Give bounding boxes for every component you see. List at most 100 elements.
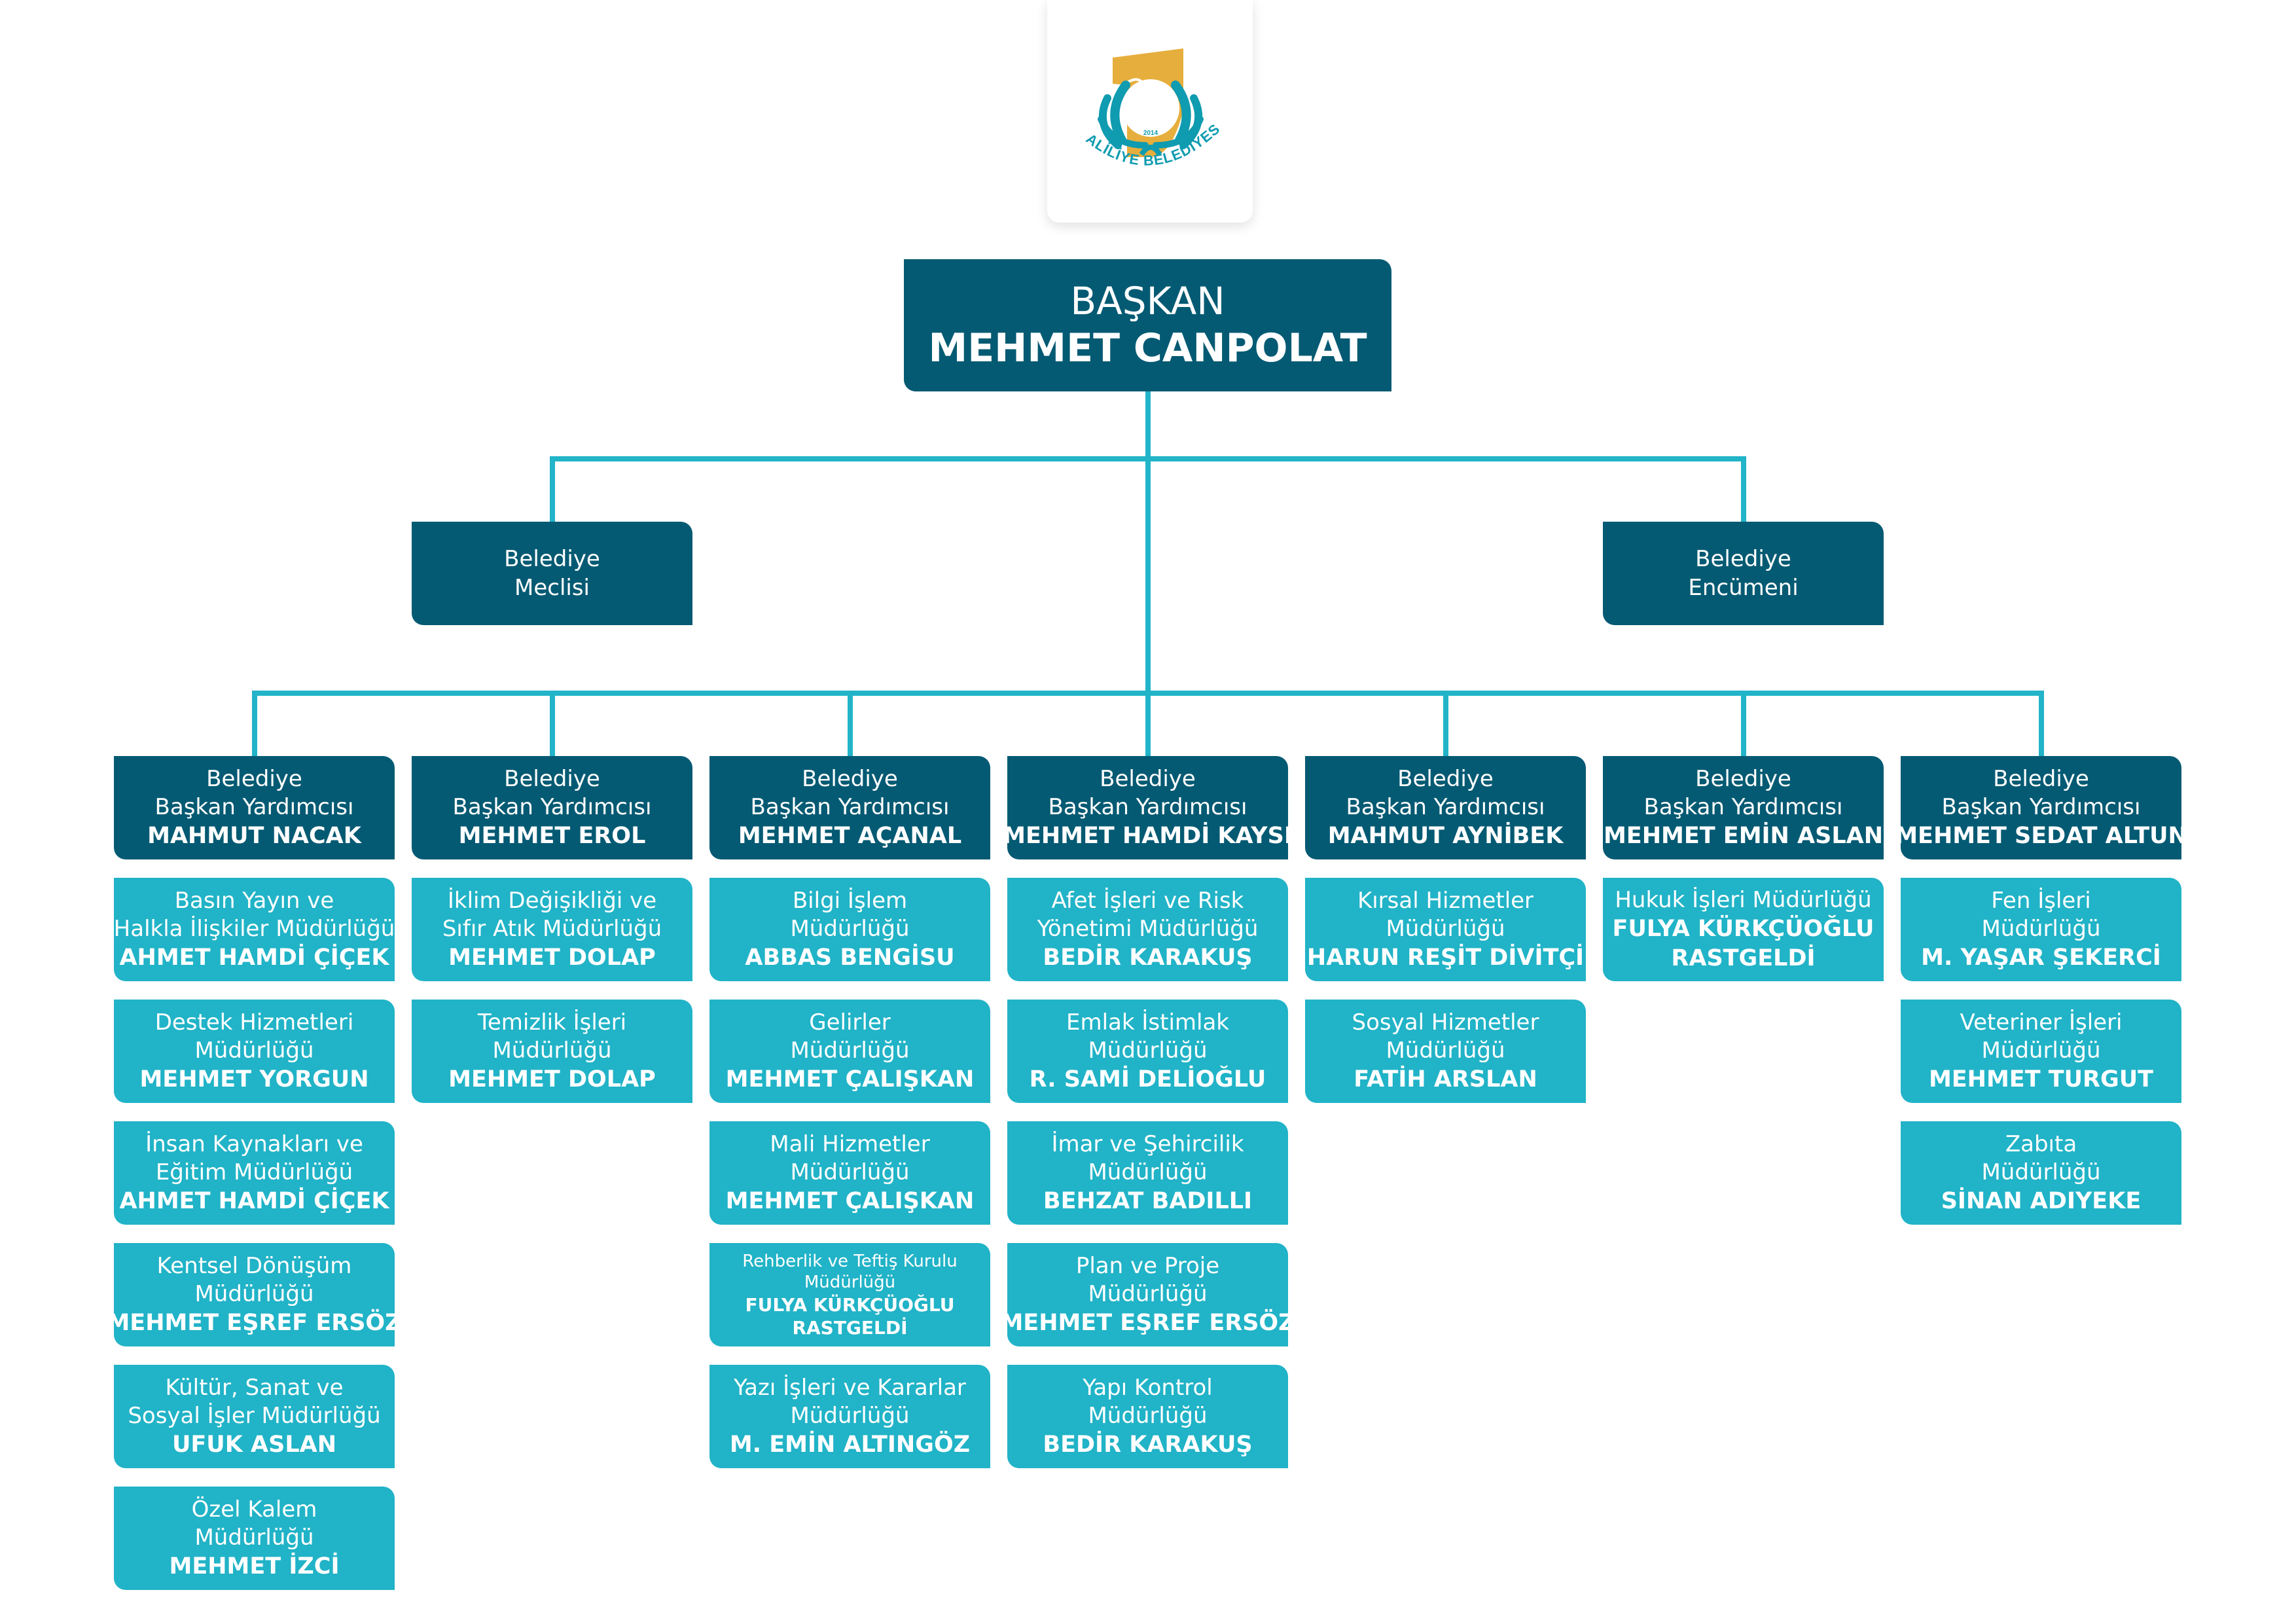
person-name: BEDİR KARAKUŞ [1043,944,1253,971]
box-title-line: Belediye [504,765,600,792]
box-title-line: Müdürlüğü [194,1037,314,1064]
box-title-line: Müdürlüğü [790,1159,910,1185]
box-title-line: Başkan Yardımcısı [750,793,950,820]
box-title-line: İklim Değişikliği ve [447,887,657,914]
person-name: BEHZAT BADILLI [1043,1187,1253,1214]
connector-deputy-drop [549,691,555,756]
box-title-line: Kentsel Dönüşüm [156,1252,352,1279]
connector-council-drop [1740,456,1746,522]
box-title-line: Müdürlüğü [1981,915,2101,942]
person-name: HARUN REŞİT DİVİTÇİ [1306,944,1585,971]
person-name: MEHMET DOLAP [448,944,656,971]
person-name: MEHMET ÇALIŞKAN [725,1066,975,1092]
box-title-line: Başkan Yardımcısı [1643,793,1843,820]
svg-text:2014: 2014 [1143,130,1158,137]
box-title-line: Sıfır Atık Müdürlüğü [442,915,662,942]
person-name: MEHMET İZCİ [169,1553,340,1579]
box-title-line: Belediye [504,545,600,572]
box-title-line: Belediye [1100,765,1196,792]
person-name: MAHMUT NACAK [147,822,361,849]
person-name: MEHMET SEDAT ALTUN [1895,822,2187,849]
box-title-line: Eğitim Müdürlüğü [155,1159,353,1185]
person-name: FATİH ARSLAN [1354,1066,1537,1092]
logo-card: 2014 HALİLİYE BELEDİYESİ [1047,0,1253,223]
connector-deputy-drop [251,691,257,756]
connector-council-drop [549,456,555,522]
box-title-line: Müdürlüğü [790,1402,910,1429]
person-name: MEHMET HAMDİ KAYSI [1003,822,1293,849]
person-name: BEDİR KARAKUŞ [1043,1431,1253,1458]
box-title-line: Zabıta [2005,1130,2077,1157]
box-title-line: Encümeni [1688,575,1799,601]
person-name: MEHMET EŞREF ERSÖZ [1000,1309,1295,1336]
person-name: MEHMET YORGUN [139,1066,369,1092]
box-title-line: Müdürlüğü [790,1037,910,1064]
box-title-line: Halkla İlişkiler Müdürlüğü [113,915,395,942]
box-title-line: Müdürlüğü [1088,1037,1208,1064]
box-title-line: Belediye [206,765,302,792]
person-name: M. EMİN ALTINGÖZ [729,1431,971,1458]
box-title-line: Başkan Yardımcısı [452,793,652,820]
person-name: FULYA KÜRKÇÜOĞLU [745,1293,955,1316]
box-title-line: Müdürlüğü [194,1280,314,1307]
person-name: MEHMET EMİN ASLAN [1603,822,1884,849]
box-title-line: Gelirler [809,1009,891,1036]
box-title-line: Fen İşleri [1991,887,2091,914]
box-title-line: Hukuk İşleri Müdürlüğü [1615,886,1872,913]
box-title-line: Afet İşleri ve Risk [1051,887,1244,914]
haliliye-belediyesi-logo-icon: 2014 HALİLİYE BELEDİYESİ [1047,0,1223,169]
box-title-line: Destek Hizmetleri [154,1009,354,1036]
box-title-line: Sosyal İşler Müdürlüğü [128,1402,381,1429]
box-title-line: Belediye [1397,765,1494,792]
person-name: MEHMET CANPOLAT [928,325,1367,371]
box-title-line: Başkan Yardımcısı [1941,793,2141,820]
box-title-line: Belediye [802,765,898,792]
box-title-line: Müdürlüğü [1981,1159,2101,1185]
person-name: SİNAN ADIYEKE [1941,1187,2142,1214]
box-title-line: Belediye [1993,765,2089,792]
person-name: MEHMET ÇALIŞKAN [725,1187,975,1214]
box-title-line: Yazı İşleri ve Kararlar [734,1374,966,1401]
box-title-line: Kültür, Sanat ve [165,1374,344,1401]
box-title-line: Müdürlüğü [790,915,910,942]
box-title-line: Rehberlik ve Teftiş Kurulu [742,1251,958,1271]
box-title-line: Meclisi [514,575,590,601]
box-title-line: Kırsal Hizmetler [1357,887,1534,914]
person-name: MEHMET AÇANAL [738,822,962,849]
box-title-line: Emlak İstimlak [1066,1009,1229,1036]
person-name: MEHMET EROL [458,822,646,849]
box-title-line: Müdürlüğü [1088,1280,1208,1307]
box-title-line: Müdürlüğü [804,1272,896,1292]
box-title-line: Belediye [1695,545,1791,572]
box-title-line: Temizlik İşleri [477,1009,627,1036]
connector-deputy-drop [847,691,853,756]
box-title-line: Bilgi İşlem [792,887,908,914]
box-title-line: Müdürlüğü [1386,1037,1505,1064]
box-title-line: Yapı Kontrol [1083,1374,1213,1401]
person-name: UFUK ASLAN [171,1431,337,1458]
person-name: RASTGELDİ [1671,945,1816,971]
person-name: R. SAMİ DELİOĞLU [1029,1066,1266,1092]
person-name: RASTGELDİ [792,1316,908,1339]
